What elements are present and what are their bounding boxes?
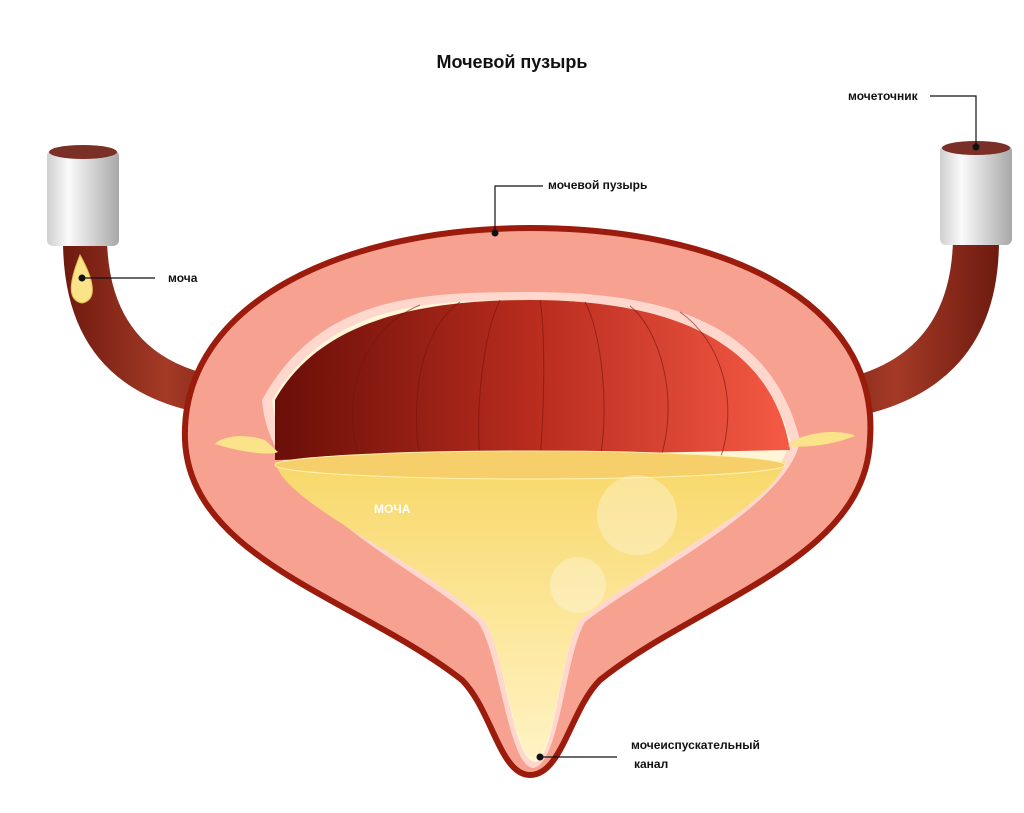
- bladder-label: мочевой пузырь: [548, 178, 648, 192]
- urethra-label-line2: канал: [634, 757, 669, 771]
- urine-label: моча: [168, 271, 198, 285]
- bladder-muscle: [275, 300, 790, 460]
- urine-inside-label: МОЧА: [374, 502, 411, 516]
- urine-in-bladder: [275, 462, 785, 758]
- ureter-label: мочеточник: [848, 89, 918, 103]
- diagram-title: Мочевой пузырь: [436, 52, 588, 72]
- urethra-label-line1: мочеиспускательный: [631, 738, 760, 752]
